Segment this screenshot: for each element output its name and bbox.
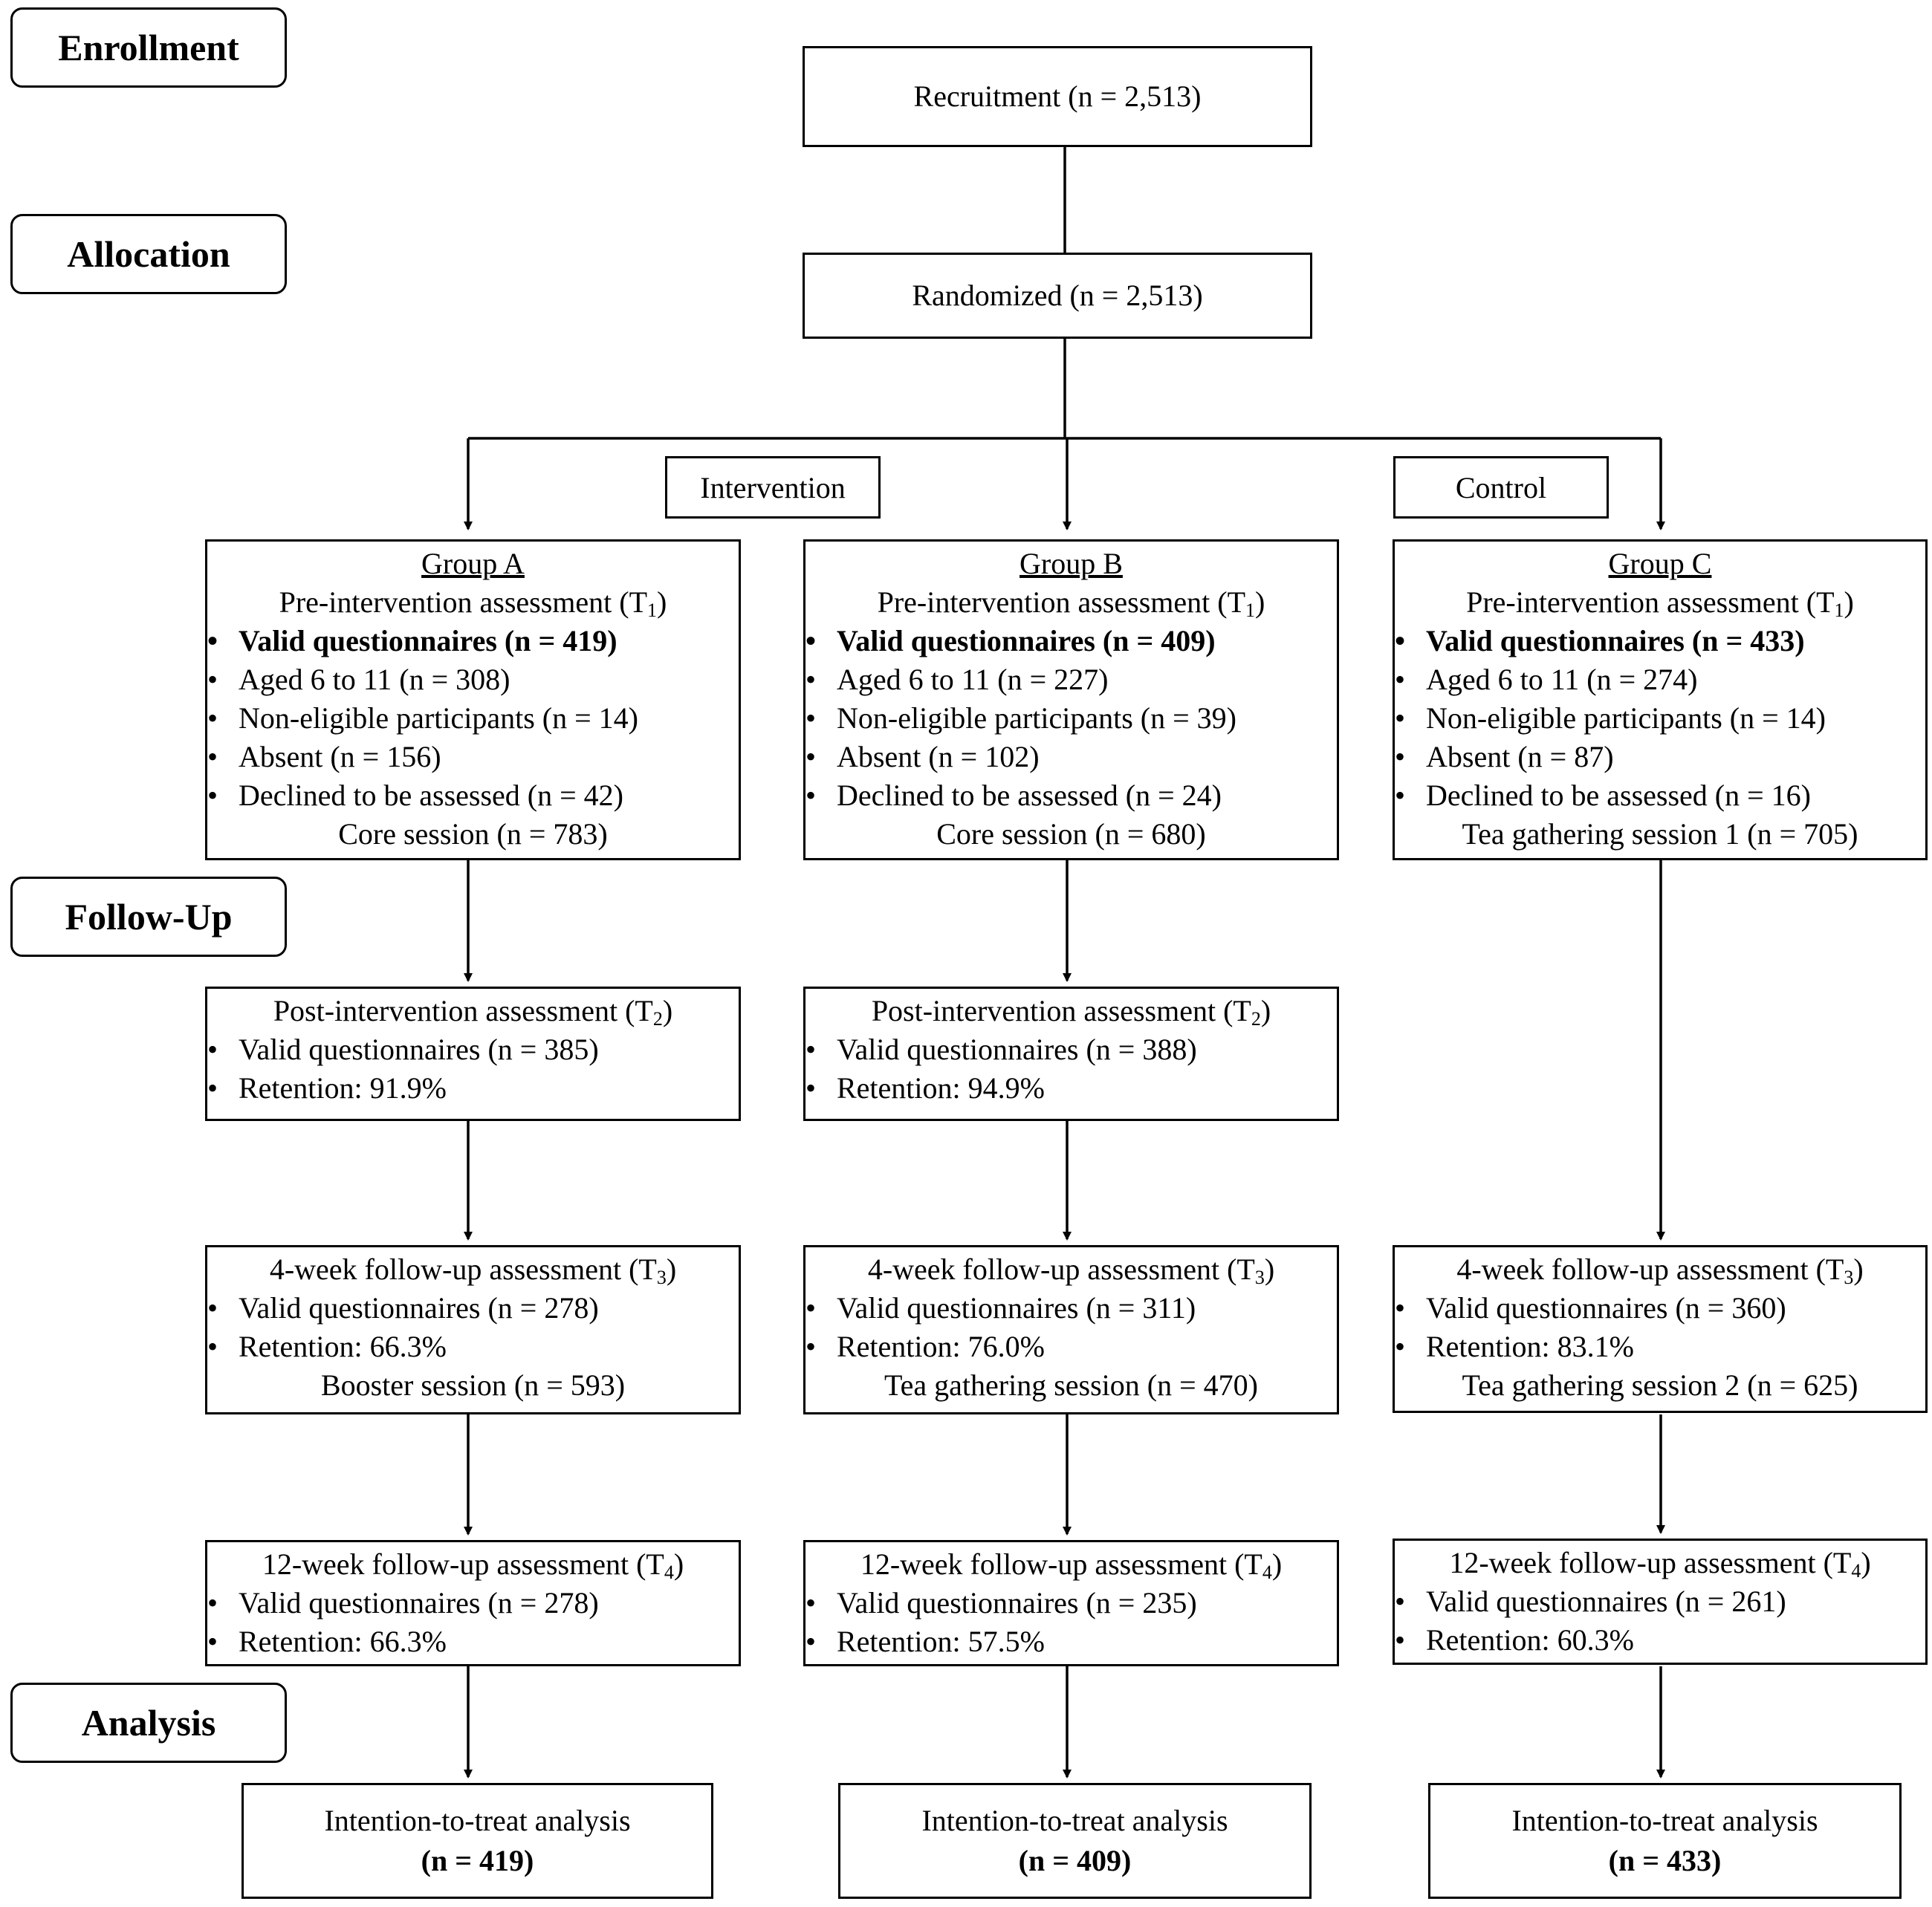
group-c-t1-absent: Absent (n = 87) <box>1395 738 1925 776</box>
group-c-t1-aged: Aged 6 to 11 (n = 274) <box>1395 660 1925 699</box>
group-b-t4-title: 12-week follow-up assessment (T4) <box>860 1547 1283 1583</box>
group-c-itt-n: (n = 433) <box>1608 1844 1722 1877</box>
group-c-t1-noneligible: Non-eligible participants (n = 14) <box>1395 699 1925 738</box>
group-b-t3-retention: Retention: 76.0% <box>805 1328 1337 1366</box>
group-b-t2-retention: Retention: 94.9% <box>805 1069 1337 1108</box>
group-a-t3-title: 4-week follow-up assessment (T3) <box>269 1253 677 1288</box>
group-c-t4-box: 12-week follow-up assessment (T4) Valid … <box>1393 1539 1928 1665</box>
group-c-t1-title: Pre-intervention assessment (T1) <box>1466 585 1854 621</box>
group-c-itt-title: Intention-to-treat analysis <box>1511 1804 1818 1837</box>
group-b-t2-valid: Valid questionnaires (n = 388) <box>805 1030 1337 1069</box>
group-c-t3-title: 4-week follow-up assessment (T3) <box>1456 1253 1864 1288</box>
group-a-t3-box: 4-week follow-up assessment (T3) Valid q… <box>205 1245 741 1414</box>
randomized-box: Randomized (n = 2,513) <box>803 253 1312 339</box>
group-a-itt-box: Intention-to-treat analysis (n = 419) <box>242 1783 713 1899</box>
group-b-t1-aged: Aged 6 to 11 (n = 227) <box>805 660 1337 699</box>
group-a-t1-title: Pre-intervention assessment (T1) <box>279 585 667 621</box>
group-b-t1-absent: Absent (n = 102) <box>805 738 1337 776</box>
group-a-t2-box: Post-intervention assessment (T2) Valid … <box>205 987 741 1121</box>
group-a-t2-title: Post-intervention assessment (T2) <box>273 994 673 1030</box>
intervention-label-text: Intervention <box>700 470 846 504</box>
control-label: Control <box>1393 456 1609 519</box>
group-a-title: Group A <box>421 547 525 580</box>
group-c-itt-box: Intention-to-treat analysis (n = 433) <box>1428 1783 1902 1899</box>
group-b-title: Group B <box>1020 547 1123 580</box>
group-a-t4-title: 12-week follow-up assessment (T4) <box>262 1547 684 1583</box>
stage-analysis: Analysis <box>10 1683 287 1763</box>
group-b-t2-title: Post-intervention assessment (T2) <box>871 994 1271 1030</box>
group-b-t3-title: 4-week follow-up assessment (T3) <box>867 1253 1275 1288</box>
group-a-t1-declined: Declined to be assessed (n = 42) <box>207 776 739 815</box>
recruitment-box: Recruitment (n = 2,513) <box>803 46 1312 147</box>
group-c-t1-session: Tea gathering session 1 (n = 705) <box>1462 817 1858 851</box>
group-b-t1-noneligible: Non-eligible participants (n = 39) <box>805 699 1337 738</box>
stage-enrollment: Enrollment <box>10 7 287 88</box>
group-b-t1-valid: Valid questionnaires (n = 409) <box>805 622 1337 660</box>
group-b-itt-title: Intention-to-treat analysis <box>921 1804 1228 1837</box>
group-a-t4-box: 12-week follow-up assessment (T4) Valid … <box>205 1540 741 1666</box>
group-c-t4-title: 12-week follow-up assessment (T4) <box>1449 1546 1871 1582</box>
group-a-t4-retention: Retention: 66.3% <box>207 1622 739 1661</box>
stage-allocation: Allocation <box>10 214 287 294</box>
group-b-t4-valid: Valid questionnaires (n = 235) <box>805 1584 1337 1622</box>
group-b-t1-box: Group B Pre-intervention assessment (T1)… <box>803 539 1339 860</box>
group-a-t1-noneligible: Non-eligible participants (n = 14) <box>207 699 739 738</box>
group-b-t2-box: Post-intervention assessment (T2) Valid … <box>803 987 1339 1121</box>
group-a-itt-title: Intention-to-treat analysis <box>324 1804 631 1837</box>
control-label-text: Control <box>1455 470 1547 504</box>
randomized-text: Randomized (n = 2,513) <box>912 279 1203 312</box>
group-b-t3-session: Tea gathering session (n = 470) <box>884 1368 1258 1402</box>
group-c-t3-retention: Retention: 83.1% <box>1395 1328 1925 1366</box>
group-a-t3-retention: Retention: 66.3% <box>207 1328 739 1366</box>
group-a-t1-session: Core session (n = 783) <box>338 817 608 851</box>
group-b-t4-retention: Retention: 57.5% <box>805 1622 1337 1661</box>
group-a-t1-absent: Absent (n = 156) <box>207 738 739 776</box>
group-a-t3-valid: Valid questionnaires (n = 278) <box>207 1289 739 1328</box>
group-c-t4-valid: Valid questionnaires (n = 261) <box>1395 1582 1925 1621</box>
group-b-itt-n: (n = 409) <box>1018 1844 1132 1877</box>
group-b-t3-valid: Valid questionnaires (n = 311) <box>805 1289 1337 1328</box>
group-b-t4-box: 12-week follow-up assessment (T4) Valid … <box>803 1540 1339 1666</box>
group-a-t2-valid: Valid questionnaires (n = 385) <box>207 1030 739 1069</box>
group-a-itt-n: (n = 419) <box>421 1844 534 1877</box>
group-a-t4-valid: Valid questionnaires (n = 278) <box>207 1584 739 1622</box>
group-c-t3-session: Tea gathering session 2 (n = 625) <box>1462 1368 1858 1402</box>
group-a-t1-box: Group A Pre-intervention assessment (T1)… <box>205 539 741 860</box>
group-b-t3-box: 4-week follow-up assessment (T3) Valid q… <box>803 1245 1339 1414</box>
stage-follow-up: Follow-Up <box>10 877 287 957</box>
group-c-t1-valid: Valid questionnaires (n = 433) <box>1395 622 1925 660</box>
group-c-t1-box: Group C Pre-intervention assessment (T1)… <box>1393 539 1928 860</box>
group-b-itt-box: Intention-to-treat analysis (n = 409) <box>838 1783 1312 1899</box>
group-b-t1-title: Pre-intervention assessment (T1) <box>877 585 1265 621</box>
group-c-t4-retention: Retention: 60.3% <box>1395 1621 1925 1660</box>
group-c-title: Group C <box>1608 547 1712 580</box>
group-c-t3-valid: Valid questionnaires (n = 360) <box>1395 1289 1925 1328</box>
group-a-t3-session: Booster session (n = 593) <box>320 1368 626 1402</box>
group-b-t1-session: Core session (n = 680) <box>936 817 1206 851</box>
group-c-t3-box: 4-week follow-up assessment (T3) Valid q… <box>1393 1245 1928 1413</box>
group-c-t1-declined: Declined to be assessed (n = 16) <box>1395 776 1925 815</box>
group-b-t1-declined: Declined to be assessed (n = 24) <box>805 776 1337 815</box>
group-a-t1-aged: Aged 6 to 11 (n = 308) <box>207 660 739 699</box>
intervention-label: Intervention <box>665 456 881 519</box>
recruitment-text: Recruitment (n = 2,513) <box>913 79 1202 113</box>
group-a-t2-retention: Retention: 91.9% <box>207 1069 739 1108</box>
group-a-t1-valid: Valid questionnaires (n = 419) <box>207 622 739 660</box>
